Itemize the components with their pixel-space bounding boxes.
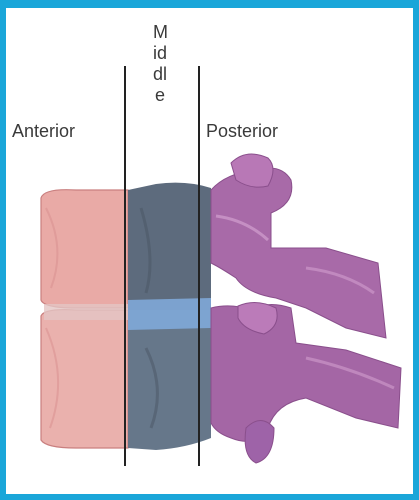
anterior-label: Anterior (12, 121, 75, 142)
posterior-label: Posterior (206, 121, 278, 142)
middle-posterior-divider (198, 66, 200, 466)
spine-illustration (6, 8, 413, 494)
middle-label: Middle (153, 22, 167, 106)
posterior-column (211, 154, 401, 463)
anterior-middle-divider (124, 66, 126, 466)
anterior-column (41, 190, 128, 448)
